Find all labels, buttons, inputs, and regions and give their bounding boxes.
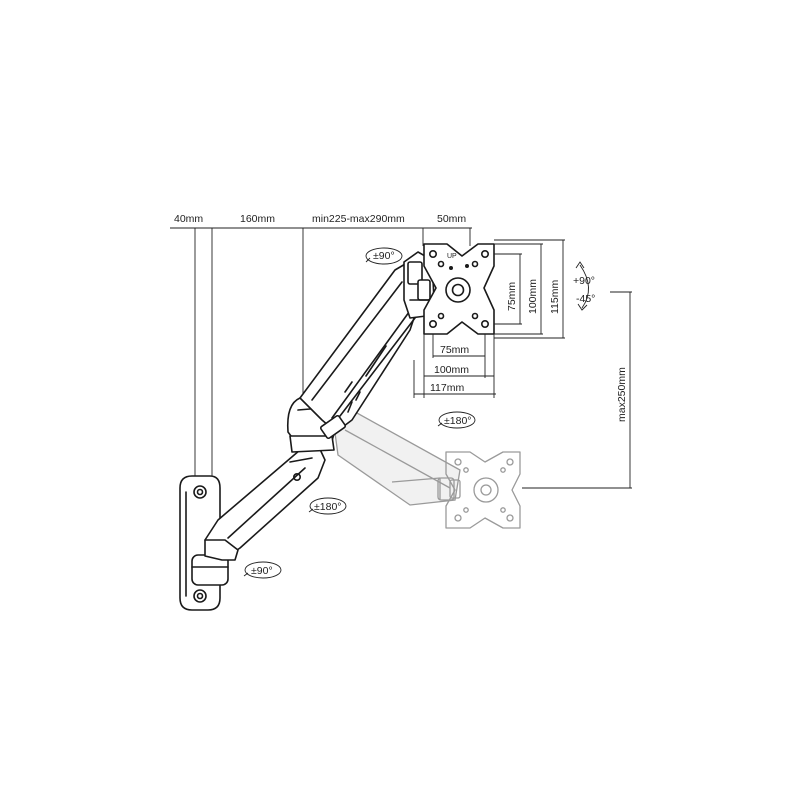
wall-screw-bottom-icon (193, 589, 207, 603)
top-dimension-guides (170, 227, 472, 478)
dim-vesa-75-height: 75mm (506, 282, 518, 311)
wall-screw-top-icon (193, 485, 207, 499)
lower-arm (191, 444, 326, 586)
tilt-arrows (575, 261, 589, 311)
dim-vesa-75-width: 75mm (440, 344, 469, 356)
dim-50mm: 50mm (437, 213, 466, 225)
dim-arm-length: min225-max290mm (312, 213, 405, 225)
dim-vesa-100-height: 100mm (527, 279, 539, 314)
vesa-plate: UP (423, 243, 495, 335)
head-swivel-marker (365, 247, 403, 265)
angle-head-rotate: ±180° (444, 415, 471, 427)
height-adjust-dimension (522, 291, 632, 489)
angle-base-swivel: ±90° (251, 565, 273, 577)
vesa-width-dimensions (413, 334, 496, 398)
ghost-arm-position (332, 407, 461, 506)
dim-40mm: 40mm (174, 213, 203, 225)
angle-head-swivel: ±90° (373, 250, 395, 262)
head-rotate-marker (437, 411, 476, 429)
base-swivel-marker (243, 561, 282, 579)
angle-arm-swivel: ±180° (314, 501, 341, 513)
dim-plate-115-height: 115mm (549, 280, 561, 314)
dim-height-max250: max250mm (616, 367, 628, 422)
angle-tilt-up: +90° (573, 275, 595, 287)
vesa-height-dimensions (494, 239, 565, 339)
angle-tilt-down: -45° (576, 293, 595, 305)
ghost-vesa-plate (445, 451, 521, 529)
dim-vesa-100-width: 100mm (434, 364, 469, 376)
dim-plate-117-width: 117mm (430, 382, 464, 394)
plate-up-mark: UP (447, 253, 457, 260)
vesa-center-hub (445, 277, 471, 303)
arm-swivel-marker (308, 497, 347, 515)
upper-arm (299, 259, 426, 440)
dim-160mm: 160mm (240, 213, 275, 225)
